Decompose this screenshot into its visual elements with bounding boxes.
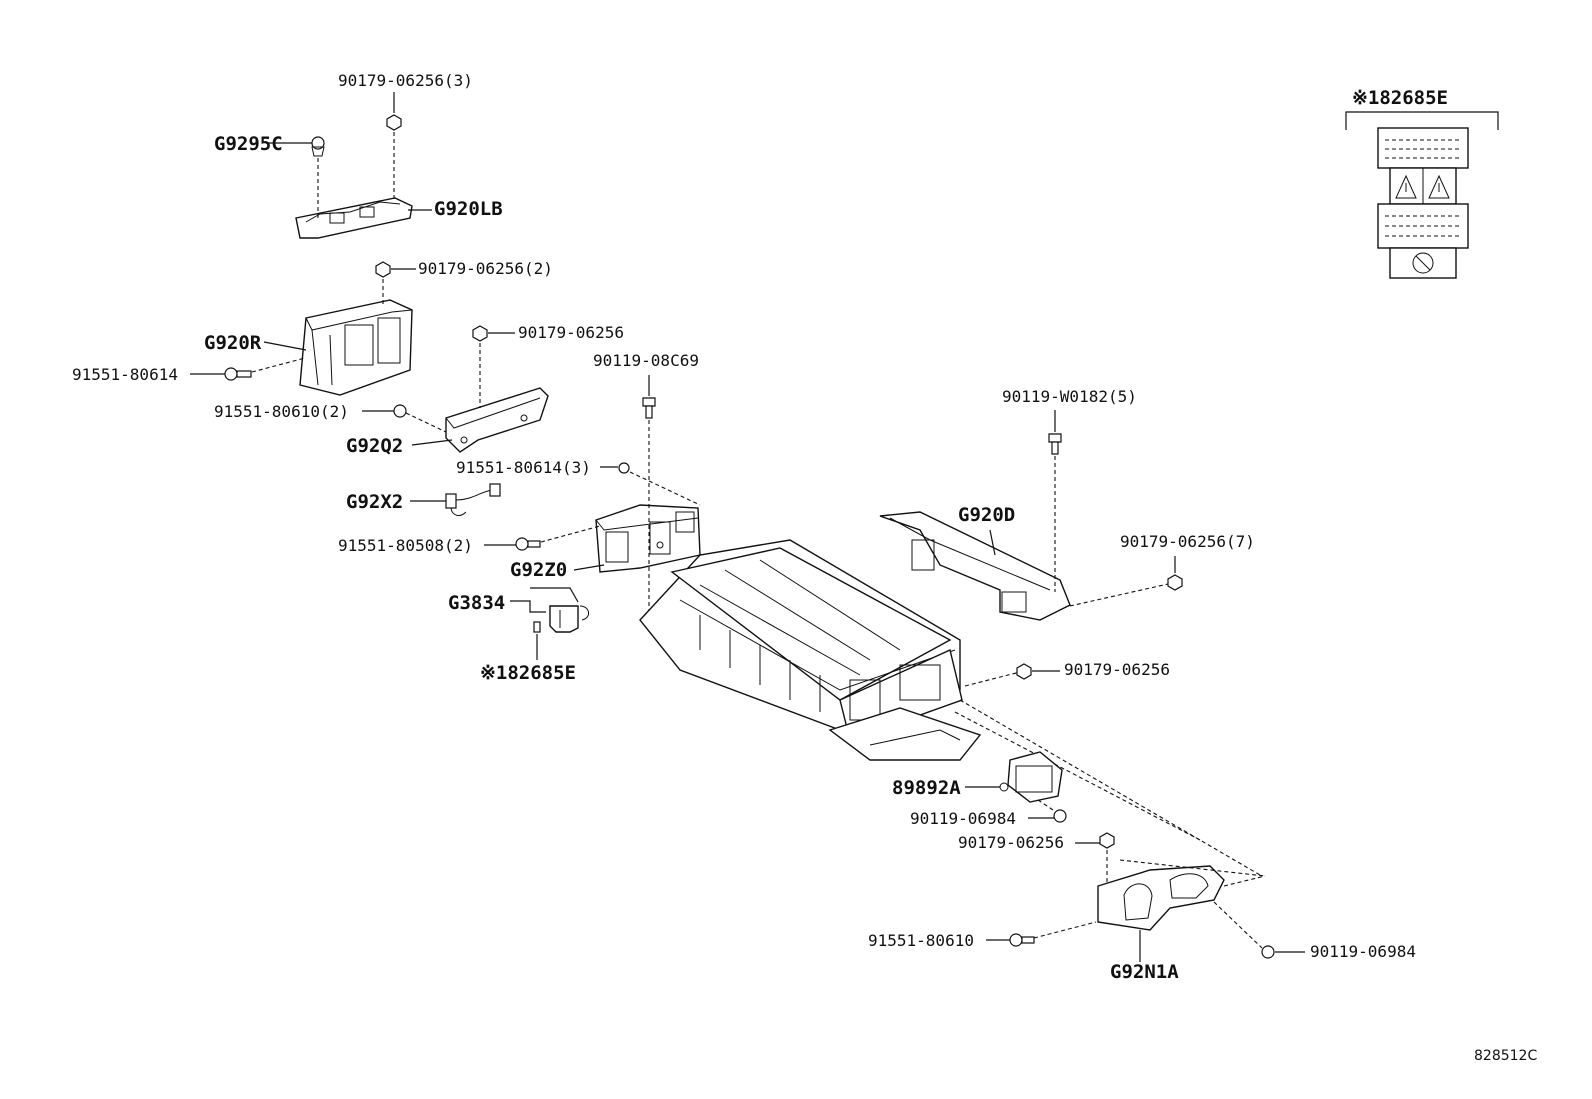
part-g9295c-clip[interactable] <box>311 136 325 157</box>
label-g920d: G920D <box>958 504 1015 526</box>
bolt-91551-80614[interactable] <box>224 367 252 381</box>
warning-triangle-icon <box>1395 174 1417 199</box>
part-g92q2-bracket[interactable] <box>445 387 549 453</box>
label-g9295c: G9295C <box>214 133 283 155</box>
part-g3834-clamp[interactable] <box>549 605 589 633</box>
label-91551-80614: 91551-80614 <box>72 365 178 384</box>
detail-callout-82685e <box>1345 111 1499 130</box>
label-g3834: G3834 <box>448 592 505 614</box>
label-g92x2: G92X2 <box>346 491 403 513</box>
bolt-90119-06984-b[interactable] <box>1261 945 1275 959</box>
label-91551-80614-3: 91551-80614(3) <box>456 458 591 477</box>
diagram-reference-number: 828512C <box>1474 1048 1537 1064</box>
label-91551-80610: 91551-80610 <box>868 931 974 950</box>
label-90179-06256-2: 90179-06256(2) <box>418 259 553 278</box>
part-89892a-sensor-ecu[interactable] <box>999 751 1063 803</box>
label-90179-06256-7: 90179-06256(7) <box>1120 532 1255 551</box>
bolt-91551-80610[interactable] <box>1009 933 1035 947</box>
label-g92n1a: G92N1A <box>1110 961 1179 983</box>
nut-90179-06256-c[interactable] <box>1099 832 1115 849</box>
bolt-90119-w0182-5[interactable] <box>1048 433 1062 455</box>
label-91551-80508-2: 91551-80508(2) <box>338 536 473 555</box>
label-90119-08c69: 90119-08C69 <box>593 351 699 370</box>
part-g92z0-junction-block[interactable] <box>595 504 701 573</box>
part-g92x2-sensor[interactable] <box>445 483 501 516</box>
bolt-91551-80508-2[interactable] <box>515 537 541 551</box>
part-hv-battery-assembly[interactable] <box>639 539 982 761</box>
bolt-91551-80610-2[interactable] <box>393 404 407 418</box>
bolt-90119-06984-a[interactable] <box>1053 809 1067 823</box>
label-90179-06256-b: 90179-06256 <box>1064 660 1170 679</box>
label-90179-06256-3: 90179-06256(3) <box>338 71 473 90</box>
part-g920d-bracket[interactable] <box>879 511 1071 621</box>
label-g920r: G920R <box>204 332 262 354</box>
nut-90179-06256-a[interactable] <box>472 325 488 342</box>
label-90119-06984-a: 90119-06984 <box>910 809 1016 828</box>
bolt-90119-08c69[interactable] <box>642 397 656 419</box>
label-82685e-detail[interactable] <box>1377 127 1469 279</box>
label-g92z0: G92Z0 <box>510 559 567 581</box>
label-91551-80610-2: 91551-80610(2) <box>214 402 349 421</box>
label-82685e-detail-title: ※182685E <box>1352 87 1448 109</box>
label-89892a: 89892A <box>892 777 961 799</box>
label-82685e-small[interactable] <box>533 621 541 633</box>
nut-90179-06256-3[interactable] <box>386 114 402 131</box>
label-90119-w0182-5: 90119-W0182(5) <box>1002 387 1137 406</box>
nut-90179-06256-2[interactable] <box>375 261 391 278</box>
nut-91551-80614-3[interactable] <box>618 462 630 474</box>
part-g920lb-bracket[interactable] <box>295 197 413 239</box>
part-g920r-bracket[interactable] <box>299 299 413 396</box>
label-g92q2: G92Q2 <box>346 435 403 457</box>
label-g920lb: G920LB <box>434 198 503 220</box>
part-g92n1a-bracket[interactable] <box>1097 865 1225 931</box>
nut-90179-06256-7[interactable] <box>1167 574 1183 591</box>
label-90119-06984-b: 90119-06984 <box>1310 942 1416 961</box>
no-disassembly-icon <box>1412 252 1434 274</box>
warning-triangle-icon <box>1428 174 1450 199</box>
label-82685e: ※182685E <box>480 662 576 684</box>
nut-90179-06256-b[interactable] <box>1016 663 1032 680</box>
label-90179-06256-c: 90179-06256 <box>958 833 1064 852</box>
label-90179-06256-a: 90179-06256 <box>518 323 624 342</box>
